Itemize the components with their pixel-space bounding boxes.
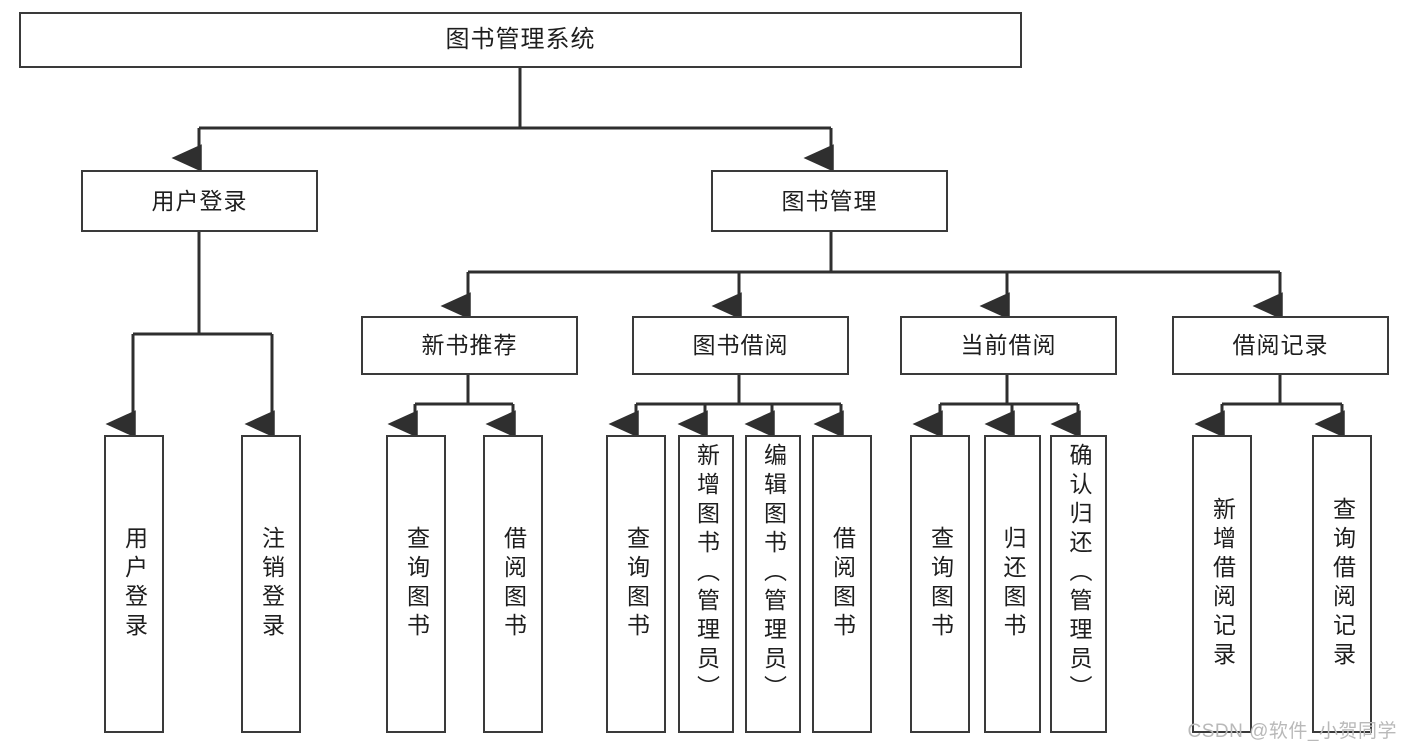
- node-label: 借阅记录: [1232, 332, 1329, 359]
- node-leaf-confirm-return-admin[interactable]: 确认归还（管理员）: [1050, 435, 1107, 733]
- node-leaf-query-borrow-record[interactable]: 查询借阅记录: [1312, 435, 1372, 733]
- node-label: 新书推荐: [421, 332, 518, 359]
- node-system-title[interactable]: 图书管理系统: [19, 12, 1022, 68]
- node-leaf-borrow-book-recommend[interactable]: 借阅图书: [483, 435, 543, 733]
- node-leaf-logout[interactable]: 注销登录: [241, 435, 301, 733]
- node-leaf-add-book-admin[interactable]: 新增图书（管理员）: [678, 435, 734, 733]
- node-label: 归还图书: [1000, 526, 1026, 642]
- node-leaf-user-login[interactable]: 用户登录: [104, 435, 164, 733]
- node-label: 当前借阅: [960, 332, 1057, 359]
- node-label: 注销登录: [258, 526, 285, 642]
- node-leaf-query-book-recommend[interactable]: 查询图书: [386, 435, 446, 733]
- node-label: 图书借阅: [692, 332, 789, 359]
- node-current-borrow[interactable]: 当前借阅: [900, 316, 1117, 375]
- node-leaf-edit-book-admin[interactable]: 编辑图书（管理员）: [745, 435, 801, 733]
- node-label: 新增图书（管理员）: [693, 443, 720, 704]
- node-label: 借阅图书: [500, 526, 527, 642]
- node-borrow-record[interactable]: 借阅记录: [1172, 316, 1389, 375]
- node-label: 查询图书: [623, 526, 650, 642]
- node-label: 编辑图书（管理员）: [760, 443, 787, 704]
- node-label: 图书管理系统: [445, 26, 596, 54]
- node-leaf-query-book[interactable]: 查询图书: [606, 435, 666, 733]
- node-leaf-return-book[interactable]: 归还图书: [984, 435, 1041, 733]
- node-label: 确认归还（管理员）: [1066, 443, 1092, 704]
- node-label: 用户登录: [151, 187, 248, 214]
- node-book-manage[interactable]: 图书管理: [711, 170, 948, 232]
- node-user-login[interactable]: 用户登录: [81, 170, 318, 232]
- node-new-book-recommend[interactable]: 新书推荐: [361, 316, 578, 375]
- node-book-borrow[interactable]: 图书借阅: [632, 316, 849, 375]
- node-label: 查询借阅记录: [1329, 497, 1356, 671]
- node-leaf-query-book-current[interactable]: 查询图书: [910, 435, 970, 733]
- node-label: 用户登录: [121, 526, 148, 642]
- node-label: 借阅图书: [829, 526, 856, 642]
- node-label: 新增借阅记录: [1209, 497, 1236, 671]
- node-leaf-add-borrow-record[interactable]: 新增借阅记录: [1192, 435, 1252, 733]
- node-leaf-borrow-book[interactable]: 借阅图书: [812, 435, 872, 733]
- node-label: 查询图书: [927, 526, 954, 642]
- node-label: 查询图书: [403, 526, 430, 642]
- node-label: 图书管理: [781, 187, 878, 214]
- csdn-watermark: CSDN @软件_小贺同学: [1187, 721, 1397, 742]
